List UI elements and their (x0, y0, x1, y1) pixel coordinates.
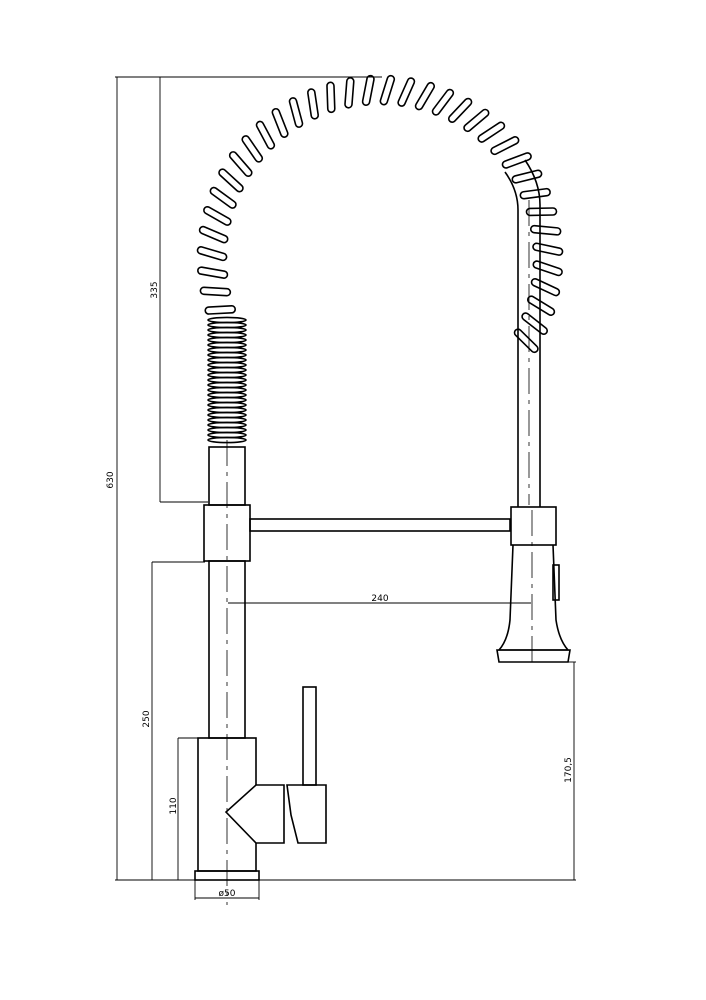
spring-coil (271, 107, 289, 138)
label-170-5: 170,5 (564, 757, 574, 783)
spray-button (552, 564, 560, 601)
spring-coil (326, 81, 336, 114)
dimension-body-height: 110 (169, 737, 198, 880)
spring-coil (463, 108, 490, 133)
spring-coil (447, 97, 473, 124)
spring-coil (511, 169, 543, 184)
handle-block (286, 784, 327, 844)
spring-coil (397, 77, 416, 107)
spring-coil (490, 136, 520, 156)
spring-coil (209, 186, 237, 209)
spring-coil (477, 121, 506, 143)
spring-coil (198, 225, 229, 244)
spring-coil (344, 77, 355, 109)
spring-coil (525, 207, 558, 217)
spring-coil (414, 81, 436, 111)
faucet-body (194, 440, 511, 905)
dimension-spring-height: 335 (150, 77, 208, 503)
spring-coil (521, 312, 549, 336)
spring-coil (307, 88, 320, 120)
spring-coil (519, 187, 551, 200)
label-335: 335 (150, 281, 160, 298)
spring-coils (196, 74, 564, 444)
spring-coil (197, 266, 229, 279)
spring-coil (255, 120, 276, 150)
spray-head (496, 506, 571, 665)
label-240: 240 (371, 594, 388, 604)
dimension-head-clearance: 170,5 (564, 661, 576, 880)
spring-coil (513, 328, 539, 354)
spring-coil (203, 205, 232, 226)
spring-coil (530, 278, 561, 297)
spring-coil (241, 135, 264, 163)
spring-coil-dense (207, 316, 247, 324)
spring-coil (361, 74, 375, 106)
spring-coil (431, 88, 455, 116)
spring-coil (379, 74, 396, 106)
dimension-overall-height: 630 (106, 76, 382, 880)
label-110: 110 (169, 797, 179, 814)
spring-coil (204, 305, 237, 315)
dimension-reach: 240 (228, 594, 531, 604)
spring-coil (196, 246, 228, 262)
handle-lever (302, 686, 317, 786)
label-250: 250 (142, 710, 152, 727)
handle-cone (224, 784, 285, 844)
dimension-outlet-height: 250 (142, 561, 205, 880)
spring-coil (199, 286, 232, 297)
spring-coil (526, 295, 556, 317)
label-630: 630 (106, 471, 116, 488)
horizontal-arm (249, 518, 511, 532)
spring-coil (532, 242, 564, 256)
spring-coil (529, 224, 562, 236)
spring-coil (288, 97, 304, 128)
spout-pipe (504, 159, 541, 507)
spring-coil (218, 168, 244, 193)
spring-coil (532, 260, 563, 277)
spring-coil (228, 151, 253, 178)
spring-coil (501, 152, 532, 169)
